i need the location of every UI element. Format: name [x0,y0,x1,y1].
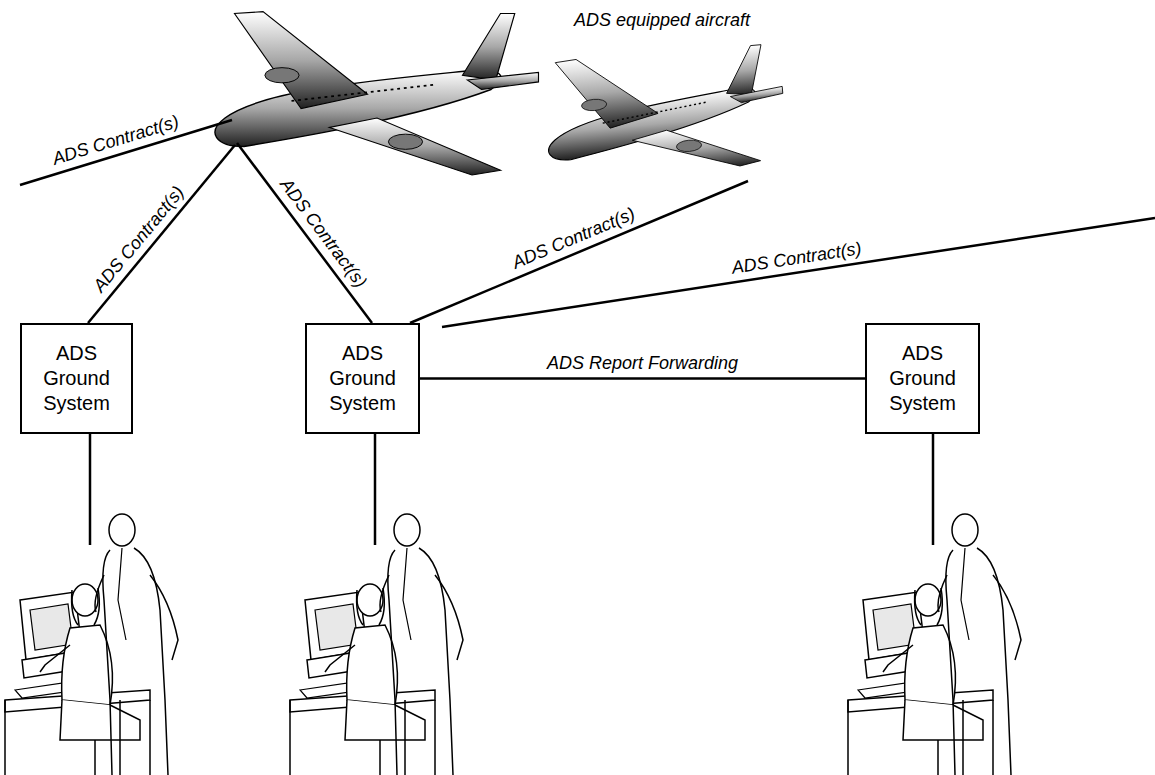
contract-label: ADS Contract(s) [276,175,371,292]
ground-system-box: ADS Ground System [305,323,420,434]
edge-label: ADS Report Forwarding [544,353,741,373]
contract-label: ADS Contract(s) [509,204,638,273]
forwarding-line [420,377,865,380]
ground-system-box: ADS Ground System [865,323,980,434]
contract-label: ADS Contract(s) [89,182,188,296]
box-label: ADS Ground System [882,341,964,416]
aircraft-caption: ADS equipped aircraft [574,10,750,30]
box-label: ADS Ground System [322,341,404,416]
contract-label: ADS Contract(s) [50,111,181,169]
contract-label: ADS Contract(s) [730,238,863,278]
ground-system-box: ADS Ground System [20,323,133,434]
box-label: ADS Ground System [36,341,118,416]
